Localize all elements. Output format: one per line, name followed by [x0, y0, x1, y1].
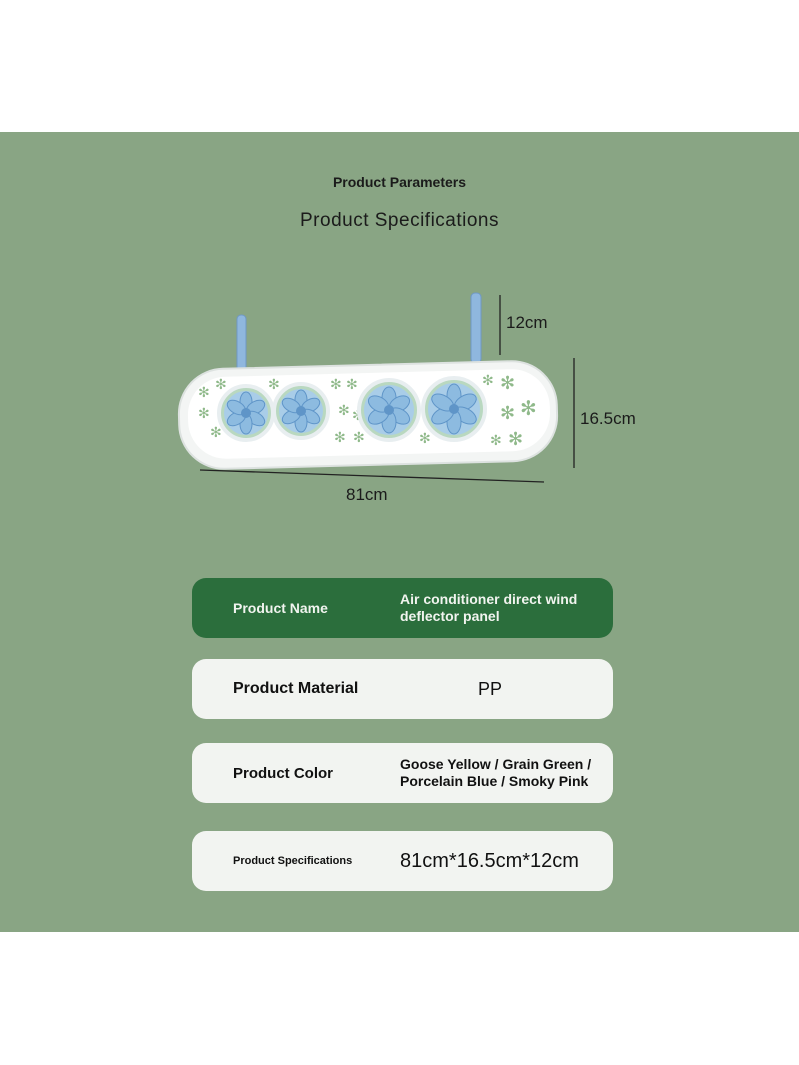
- spec-value: 81cm*16.5cm*12cm: [400, 849, 579, 872]
- page-subtitle: Product Specifications: [300, 210, 499, 231]
- svg-text:✻: ✻: [198, 406, 210, 422]
- content-panel: [0, 132, 799, 932]
- dimension-width: 81cm: [346, 485, 388, 504]
- svg-text:✻: ✻: [353, 430, 365, 446]
- spec-row-product-name: Product Name Air conditioner direct wind…: [192, 578, 613, 638]
- svg-text:✻: ✻: [338, 403, 350, 419]
- dimension-height-top: 12cm: [506, 313, 548, 332]
- spec-value: PP: [478, 678, 503, 699]
- spec-row-product-material: Product Material PP: [192, 659, 613, 719]
- spec-label: Product Specifications: [233, 855, 353, 867]
- fan-group: [217, 376, 487, 442]
- svg-text:✻: ✻: [210, 425, 222, 441]
- width-line: [199, 469, 545, 483]
- spec-row-product-color: Product Color Goose Yellow / Grain Green…: [192, 743, 613, 803]
- svg-text:✻: ✻: [215, 377, 227, 393]
- svg-text:✻: ✻: [500, 403, 515, 424]
- svg-text:✻: ✻: [508, 429, 523, 450]
- wind-deflector-image: ✻✻✻ ✻✻✻ ✻✻✻ ✻✻✻ ✻✻ ✻✻ ✻✻ ✻: [177, 292, 575, 483]
- dimension-height-side: 16.5cm: [580, 409, 636, 428]
- spec-value: Goose Yellow / Grain Green / Porcelain B…: [400, 756, 592, 789]
- svg-text:✻: ✻: [268, 377, 280, 393]
- svg-text:✻: ✻: [346, 377, 358, 393]
- svg-text:✻: ✻: [490, 433, 502, 449]
- spec-label: Product Material: [233, 680, 359, 697]
- spec-label: Product Name: [233, 600, 328, 616]
- page-title: Product Parameters: [332, 174, 467, 190]
- spec-label: Product Color: [233, 764, 333, 782]
- svg-text:✻: ✻: [419, 431, 431, 447]
- svg-text:✻: ✻: [482, 373, 494, 389]
- svg-text:✻: ✻: [520, 396, 537, 420]
- spec-value: Air conditioner direct wind deflector pa…: [400, 591, 578, 624]
- svg-text:✻: ✻: [198, 385, 210, 401]
- svg-text:✻: ✻: [500, 373, 515, 394]
- svg-text:✻: ✻: [334, 430, 346, 446]
- svg-text:✻: ✻: [330, 377, 342, 393]
- spec-row-product-specifications: Product Specifications 81cm*16.5cm*12cm: [192, 831, 613, 891]
- product-illustration: ✻✻✻ ✻✻✻ ✻✻✻ ✻✻✻ ✻✻ ✻✻ ✻✻ ✻: [170, 285, 660, 515]
